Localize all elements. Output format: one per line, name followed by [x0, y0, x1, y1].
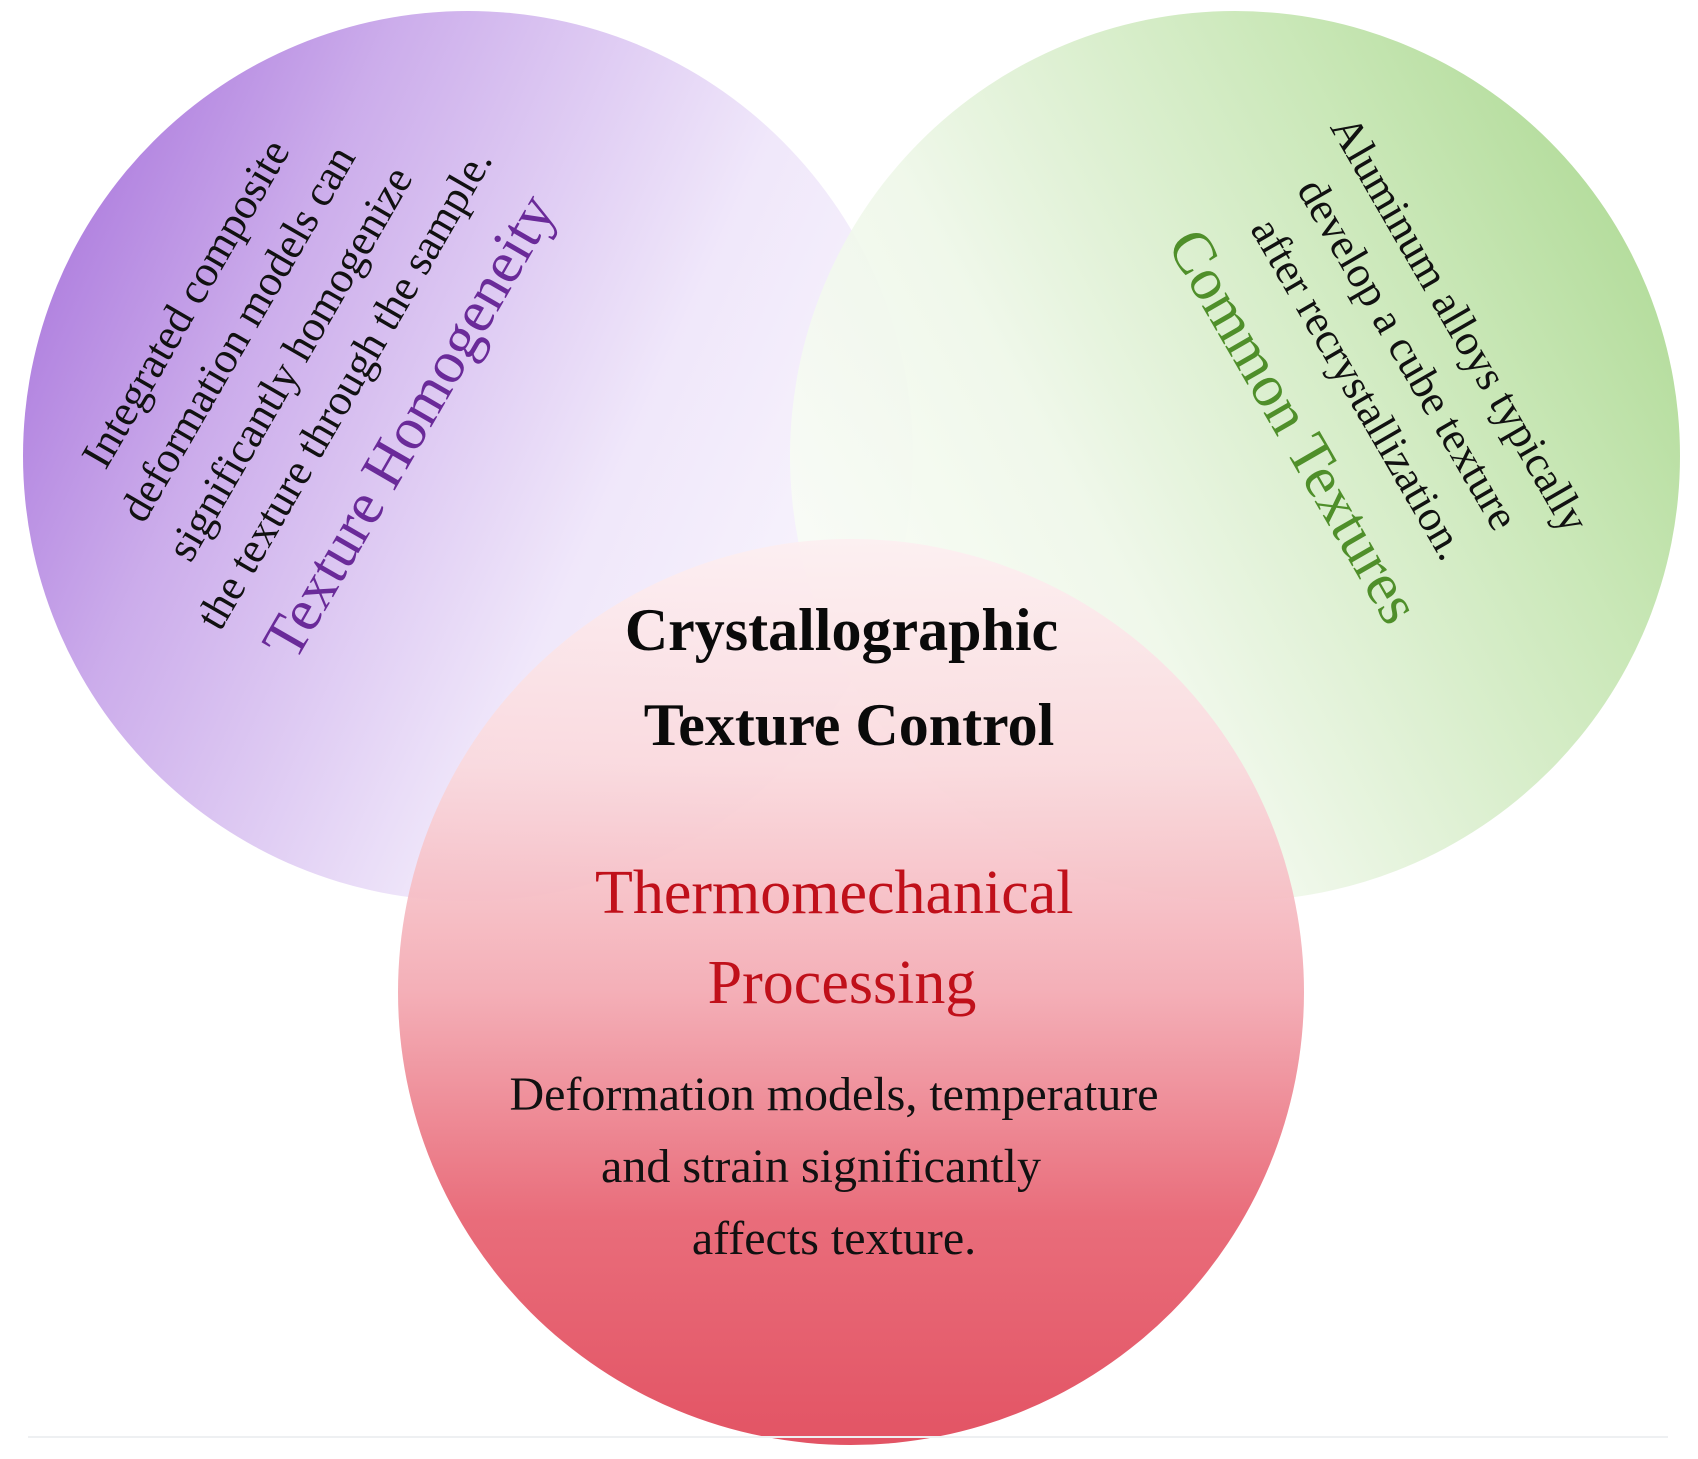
title-line-2: Texture Control — [644, 692, 1055, 758]
common-textures-group: Aluminum alloys typically develop a cube… — [1155, 107, 1599, 634]
bottom-body-line: affects texture. — [692, 1212, 976, 1265]
title-line-1: Crystallographic — [625, 597, 1058, 663]
bottom-body-line: and strain significantly — [601, 1140, 1041, 1193]
diagram-title: Crystallographic Texture Control — [625, 597, 1073, 758]
thermomechanical-processing-body: Deformation models, temperature and stra… — [509, 1068, 1170, 1265]
thermomechanical-processing-heading: Thermomechanical Processing — [595, 859, 1089, 1017]
bottom-divider — [28, 1436, 1668, 1438]
bottom-heading-line: Processing — [708, 949, 977, 1017]
thermomechanical-processing-circle — [398, 539, 1304, 1445]
bottom-heading-line: Thermomechanical — [595, 859, 1074, 927]
bottom-body-line: Deformation models, temperature — [509, 1068, 1158, 1121]
